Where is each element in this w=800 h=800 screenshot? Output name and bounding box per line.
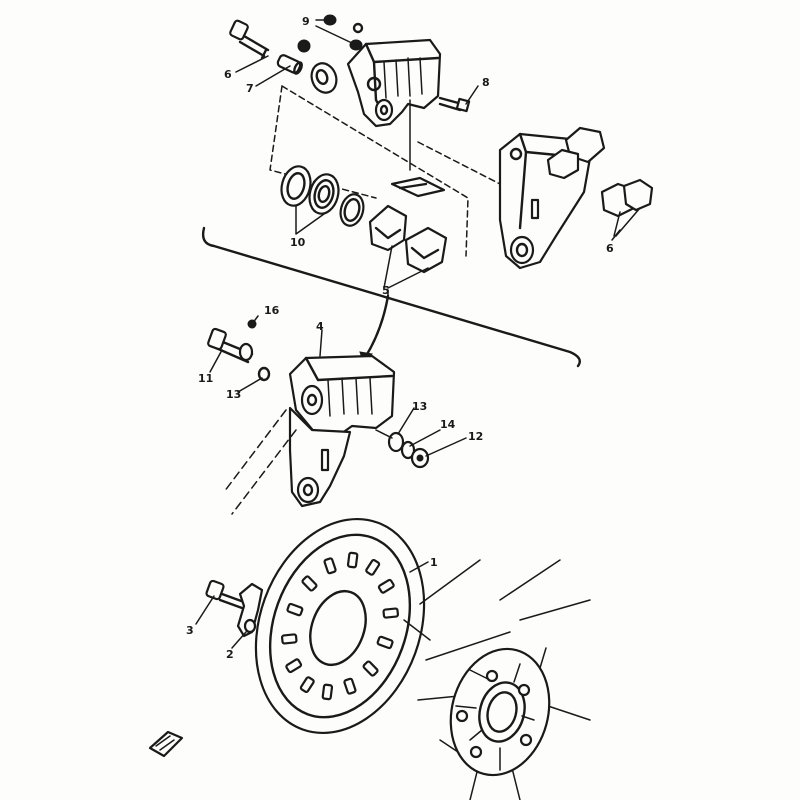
bracket-lower-hole xyxy=(302,483,314,497)
fork-leg-lines xyxy=(223,409,297,515)
caliper-body-upper xyxy=(346,38,442,128)
lower-caliper-assembly xyxy=(207,319,430,515)
callout-leaders xyxy=(195,19,621,669)
callout-16: 16 xyxy=(264,304,280,317)
callout-9: 9 xyxy=(302,15,310,28)
bracket-lower-boss xyxy=(296,476,320,504)
disc-vent-slot xyxy=(299,676,315,694)
disc-vent-slot xyxy=(377,578,395,594)
caliper-lower-pin-boss xyxy=(300,384,324,416)
caliper-lower-pin-hole xyxy=(306,393,318,407)
exploded-guide-lines xyxy=(269,85,501,257)
disc-vent-slot xyxy=(382,607,400,619)
callout-11: 11 xyxy=(198,372,213,385)
separator-line xyxy=(201,226,581,368)
callout-14: 14 xyxy=(440,418,456,431)
nut-12-center xyxy=(416,454,424,462)
callout-3: 3 xyxy=(186,624,194,637)
boot-washer xyxy=(297,39,338,94)
bolt-11-washer xyxy=(238,342,254,362)
washer-13a xyxy=(257,366,271,382)
callout-1: 1 xyxy=(430,556,438,569)
callout-8: 8 xyxy=(482,76,490,89)
disc-vent-slot xyxy=(323,557,337,575)
disc-vent-holes xyxy=(280,551,400,701)
bolt-6 xyxy=(229,19,270,60)
callout-13-right: 13 xyxy=(412,400,427,413)
callout-labels: 9 6 7 8 10 6 5 16 4 11 13 13 14 12 1 2 3 xyxy=(186,15,614,661)
bolt-11-head xyxy=(207,327,227,351)
disc-vent-slot xyxy=(285,658,303,674)
disc-vent-slot xyxy=(301,575,318,592)
bleed-screw-8 xyxy=(438,96,471,113)
callout-10: 10 xyxy=(290,236,306,249)
callout-6: 6 xyxy=(224,68,232,81)
callout-4: 4 xyxy=(316,320,324,333)
disc-vent-slot xyxy=(346,551,359,569)
disc-vent-slot xyxy=(321,683,334,701)
bracket-lower-slot xyxy=(320,448,330,472)
callout-12: 12 xyxy=(468,430,483,443)
upper-caliper-assembly xyxy=(229,14,471,171)
bushing-7 xyxy=(276,54,303,75)
seals-10 xyxy=(280,165,365,235)
reference-tag xyxy=(148,730,184,758)
disc-vent-slot xyxy=(343,677,357,695)
disc-bolts xyxy=(205,579,264,638)
wheel-hub xyxy=(403,559,591,800)
washer-9c xyxy=(352,22,364,34)
washer-13b xyxy=(387,431,405,453)
disc-vent-slot xyxy=(365,558,381,576)
leader-to-lower xyxy=(364,294,390,358)
callout-2: 2 xyxy=(226,648,234,661)
stud-line xyxy=(375,429,393,439)
caliper-lower-edge xyxy=(304,356,394,382)
callout-13-left: 13 xyxy=(226,388,241,401)
disc-vent-slot xyxy=(376,635,394,650)
callout-5: 5 xyxy=(382,284,390,297)
pad-clips xyxy=(546,126,654,237)
caliper-lower-fins xyxy=(327,377,373,417)
brake-disc-1 xyxy=(254,517,426,735)
callout-6-pads: 6 xyxy=(606,242,614,255)
disc-vent-slot xyxy=(362,660,379,677)
brake-pads-5 xyxy=(368,204,448,289)
callout-7: 7 xyxy=(246,82,254,95)
disc-vent-slot xyxy=(280,633,298,645)
disc-vent-slot xyxy=(286,602,304,617)
washer-9b xyxy=(349,39,363,51)
pad-spring xyxy=(390,176,446,198)
